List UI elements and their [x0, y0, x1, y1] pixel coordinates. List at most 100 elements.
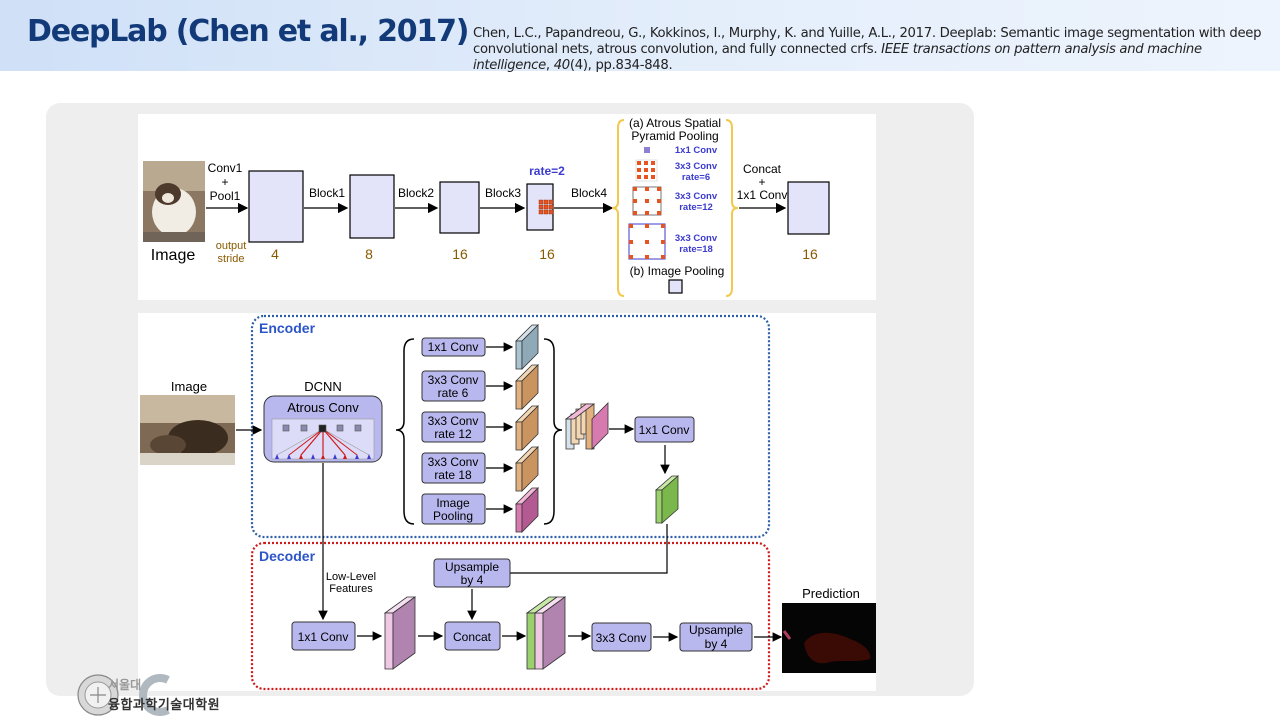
conv1-label: Conv1	[208, 161, 243, 175]
deeplab-v3-svg: Image Conv1 + Pool1 output stride Block1…	[143, 116, 830, 297]
aspp-feature-maps	[515, 324, 539, 533]
prediction-map	[782, 603, 876, 673]
citation: Chen, L.C., Papandreou, G., Kokkinos, I.…	[473, 26, 1273, 74]
encoder-to-decoder-arrow	[500, 524, 668, 578]
encoder-1x1-conv-label: 1x1 Conv	[639, 423, 690, 437]
final-upsample-label-2: by 4	[705, 637, 728, 651]
aspp-op-rate12-label-b: rate 12	[434, 427, 472, 441]
deeplab-v3plus-figure: Encoder Decoder Image DCNN Atrous Conv	[138, 313, 876, 691]
aspp-op-1x1	[421, 337, 486, 357]
aspp-op-1x1-label: 1x1 Conv	[428, 340, 479, 354]
atrous-nodes	[276, 424, 370, 456]
slide-title: DeepLab (Chen et al., 2017)	[27, 14, 469, 49]
stride-value-5: 16	[802, 246, 818, 262]
citation-tail: (4), pp.834-848.	[569, 58, 673, 73]
input-cat-image	[143, 161, 205, 242]
aspp-rate12-label-a: 3x3 Conv	[675, 191, 718, 202]
aspp-op-image-pooling	[421, 493, 486, 525]
plus-label: +	[221, 175, 228, 189]
pool1-label: Pool1	[210, 189, 241, 203]
decoder-3x3-conv	[591, 622, 652, 652]
output-label: output	[216, 240, 247, 252]
aspp-op-rate12	[421, 411, 486, 443]
aspp-1x1-kernel	[644, 147, 650, 153]
atrous-conv-label: Atrous Conv	[287, 400, 359, 415]
decoder-upsample-label-1: Upsample	[445, 560, 499, 574]
output-block	[787, 181, 830, 235]
block3-label: Block3	[485, 186, 521, 200]
final-upsample	[679, 622, 753, 652]
decoder-concat	[444, 621, 501, 651]
citation-sep: ,	[545, 58, 554, 73]
concat-conv-label: 1x1 Conv	[737, 188, 788, 202]
encoder-frame	[250, 314, 771, 539]
aspp-right-brace	[725, 119, 739, 297]
low-level-label-2: Features	[329, 583, 373, 595]
decoder-concat-map	[525, 596, 567, 670]
rate2-label: rate=2	[529, 164, 565, 178]
rate2-kernel	[538, 199, 554, 215]
logo-line-2: 융합과학기술대학원	[108, 698, 221, 713]
aspp-1x1-label: 1x1 Conv	[675, 145, 718, 156]
aspp-left-brace	[395, 338, 415, 525]
citation-volume: 40	[553, 58, 570, 73]
aspp-rate12-label-b: rate=12	[679, 202, 713, 213]
aspp-rate18-label-a: 3x3 Conv	[675, 233, 718, 244]
feature-block-2	[349, 174, 395, 239]
aspp-rate12-kernel	[633, 187, 661, 215]
stride-value-4: 16	[539, 246, 555, 262]
aspp-op-rate6	[421, 370, 486, 402]
aspp-title-1: (a) Atrous Spatial	[629, 116, 721, 130]
deeplab-v3-figure: Image Conv1 + Pool1 output stride Block1…	[138, 114, 876, 300]
c-mark-icon	[139, 674, 170, 716]
aspp-op-rate18-label-b: rate 18	[434, 468, 472, 482]
feature-block-3	[439, 181, 480, 234]
dcnn-label: DCNN	[304, 379, 342, 394]
decoder-upsample	[433, 558, 511, 588]
slide-header	[0, 0, 1280, 71]
aspp-op-rate18-label-a: 3x3 Conv	[428, 455, 479, 469]
image-pooling-label: (b) Image Pooling	[630, 264, 725, 278]
input-image-label: Image	[171, 379, 207, 394]
aspp-arrows	[486, 342, 514, 514]
atrous-input-nodes	[275, 454, 371, 459]
decoder-concat-label: Concat	[453, 630, 492, 644]
citation-journal: IEEE transactions on pattern analysis an…	[473, 42, 1202, 73]
prediction-label: Prediction	[802, 586, 860, 601]
aspp-rate6-kernel	[637, 161, 655, 179]
stride-label: stride	[218, 253, 245, 265]
decoder-label: Decoder	[259, 548, 316, 564]
block4-label: Block4	[571, 186, 607, 200]
low-level-feature-map	[383, 596, 417, 670]
aspp-op-rate6-label-a: 3x3 Conv	[428, 373, 479, 387]
citation-text: Chen, L.C., Papandreou, G., Kokkinos, I.…	[473, 26, 1262, 57]
aspp-rate18-kernel	[629, 224, 665, 259]
aspp-op-rate6-label-b: rate 6	[438, 386, 469, 400]
aspp-rate18-label-b: rate=18	[679, 244, 713, 255]
aspp-op-image-pooling-label-b: Pooling	[433, 509, 473, 523]
logo-line-1: 서울대	[108, 678, 142, 692]
decoder-3x3-conv-label: 3x3 Conv	[596, 631, 647, 645]
decoder-1x1-conv	[291, 621, 356, 651]
deeplab-v3plus-svg: Encoder Decoder Image DCNN Atrous Conv	[140, 314, 876, 691]
concat-label: Concat	[743, 162, 782, 176]
encoder-1x1-conv	[634, 416, 695, 443]
stride-value-3: 16	[452, 246, 468, 262]
aspp-op-rate18	[421, 452, 486, 484]
block2-label: Block2	[398, 186, 434, 200]
low-level-label-1: Low-Level	[326, 571, 376, 583]
aspp-op-rate12-label-a: 3x3 Conv	[428, 414, 479, 428]
stride-value-1: 4	[271, 246, 279, 262]
decoder-frame	[250, 541, 771, 691]
aspp-right-brace	[543, 338, 563, 525]
decoder-1x1-conv-label: 1x1 Conv	[298, 630, 349, 644]
image-label: Image	[151, 247, 196, 264]
university-logo	[77, 674, 170, 716]
decoder-upsample-label-2: by 4	[461, 573, 484, 587]
encoder-label: Encoder	[259, 320, 316, 336]
aspp-op-image-pooling-label-a: Image	[436, 496, 470, 510]
concat-plus-label: +	[758, 175, 765, 189]
stride-value-2: 8	[365, 246, 373, 262]
aspp-rate6-label-b: rate=6	[682, 172, 710, 183]
input-image	[140, 395, 235, 465]
